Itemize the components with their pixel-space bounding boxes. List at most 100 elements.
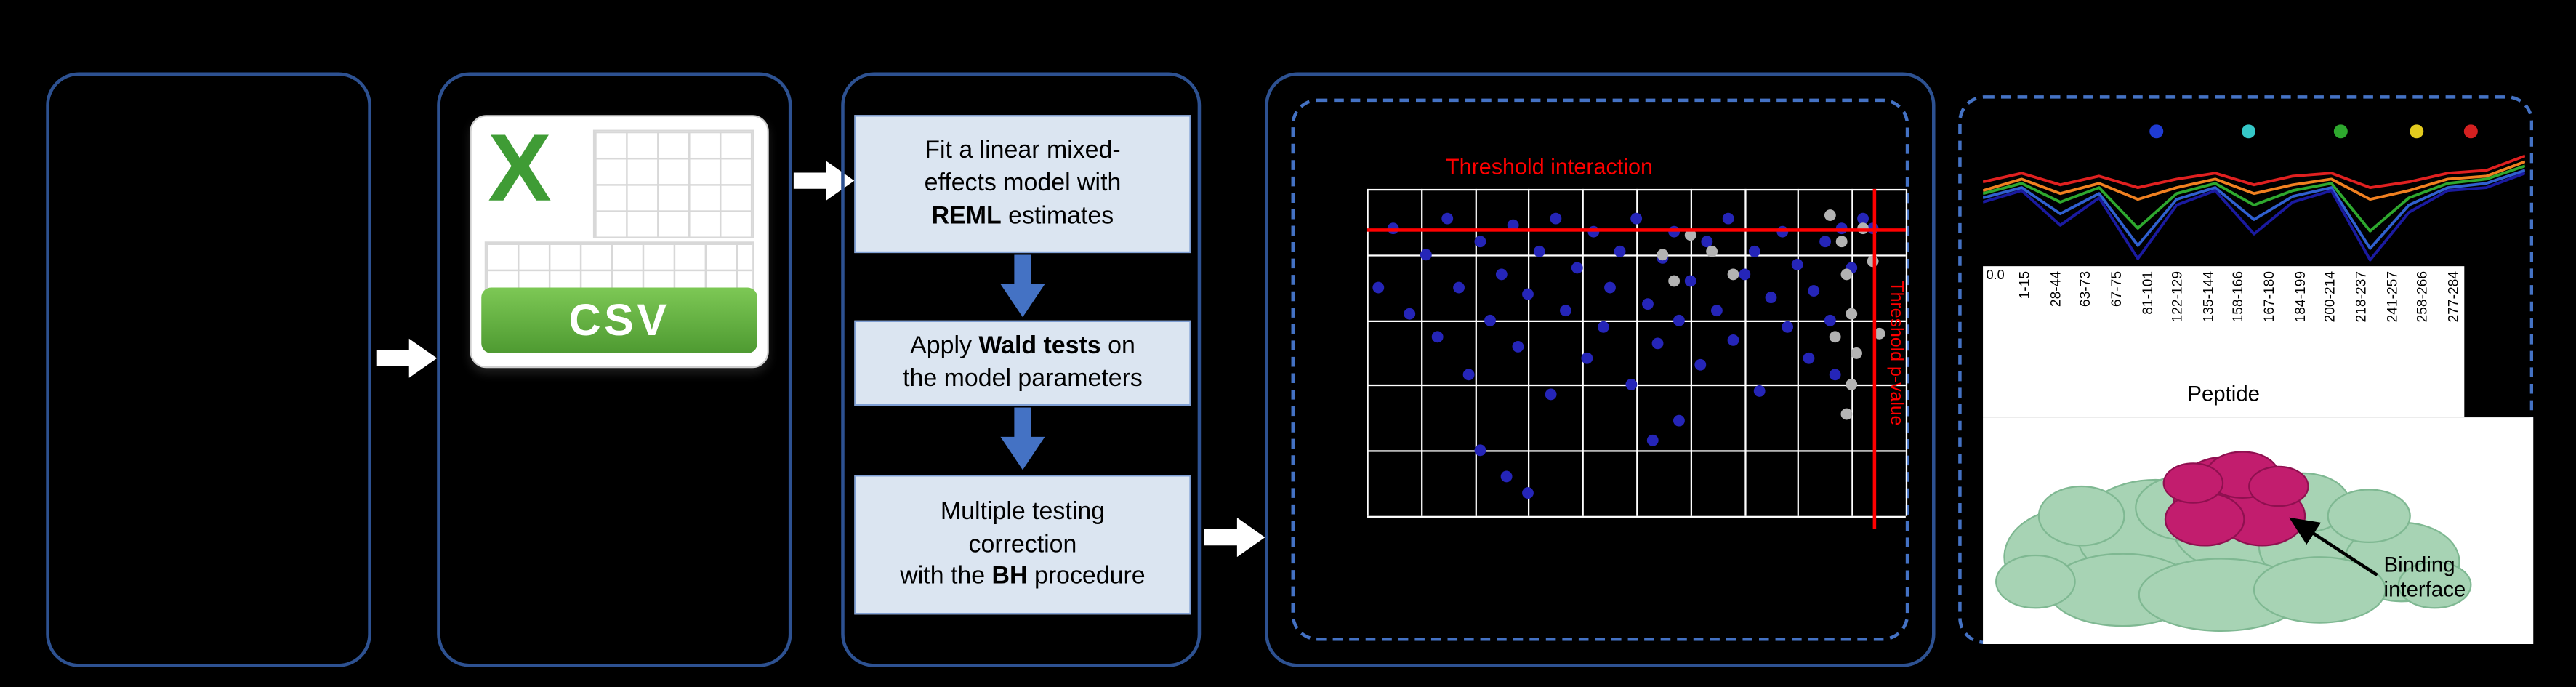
- dashed-frame: [1291, 98, 1909, 641]
- grid-line-horizontal: [1367, 254, 1906, 257]
- scatter-point-blue: [1856, 212, 1869, 225]
- scatter-point-blue: [1765, 291, 1777, 303]
- scatter-point-gray: [1830, 330, 1842, 342]
- csv-banner-label: CSV: [481, 287, 757, 353]
- peptide-tick-label: 28-44: [2046, 270, 2063, 308]
- excel-x-logo-icon: X: [488, 115, 552, 222]
- threshold-interaction-label: Threshold interaction: [1445, 154, 1653, 180]
- scatter-point-blue: [1824, 313, 1836, 326]
- scatter-point-blue: [1495, 268, 1508, 280]
- grid-line-vertical: [1528, 188, 1531, 516]
- process-step-line: with the BH procedure: [900, 562, 1146, 591]
- binding-interface-label-line1: Binding: [2383, 552, 2455, 577]
- peptide-tick-label: 135-144: [2199, 270, 2216, 323]
- y-axis-tick: 0.0: [1986, 268, 2005, 283]
- protein-structure-illustration: [1995, 451, 2472, 632]
- scatter-point-blue: [1522, 487, 1534, 499]
- scatter-point-blue: [1646, 435, 1659, 447]
- scatter-point-blue: [1792, 258, 1804, 270]
- peptide-tick-label: 122-129: [2168, 270, 2186, 323]
- scatter-point-blue: [1420, 248, 1432, 260]
- scatter-point-blue: [1614, 245, 1626, 257]
- peptide-tick-label: 167-180: [2261, 270, 2277, 323]
- scatter-point-blue: [1808, 284, 1820, 297]
- scatter-point-gray: [1846, 307, 1858, 319]
- grid-line-vertical: [1905, 188, 1908, 516]
- scatter-point-blue: [1452, 281, 1465, 293]
- scatter-point-blue: [1512, 340, 1524, 352]
- scatter-point-blue: [1651, 337, 1664, 349]
- peptide-tick-label: 1-15: [2016, 270, 2032, 300]
- threshold-pvalue-line: [1873, 188, 1877, 529]
- scatter-point-blue: [1463, 369, 1476, 382]
- grid-line-horizontal: [1367, 319, 1906, 322]
- flow-arrow-right-icon: [376, 338, 438, 378]
- peptide-series-orange: [1983, 160, 2525, 201]
- scatter-point-blue: [1372, 281, 1384, 293]
- scatter-point-gray: [1727, 268, 1739, 280]
- scatter-point-blue: [1727, 333, 1739, 345]
- grid-line-vertical: [1582, 188, 1585, 516]
- process-step-line: REML estimates: [931, 201, 1114, 230]
- grid-line-horizontal: [1367, 515, 1906, 518]
- grid-line-horizontal: [1367, 188, 1906, 191]
- process-step-line: Fit a linear mixed-: [925, 137, 1121, 165]
- legend-dot: [2149, 124, 2164, 139]
- process-step-line: effects model with: [924, 169, 1122, 198]
- scatter-point-blue: [1625, 379, 1637, 391]
- scatter-point-blue: [1571, 261, 1583, 273]
- scatter-point-gray: [1851, 346, 1863, 358]
- scatter-point-blue: [1754, 385, 1766, 398]
- scatter-point-blue: [1711, 304, 1723, 316]
- scatter-point-blue: [1738, 268, 1750, 280]
- scatter-point-gray: [1684, 228, 1696, 241]
- panel-input-data: [46, 72, 371, 667]
- legend-dot: [2463, 124, 2478, 139]
- grid-line-vertical: [1798, 188, 1800, 516]
- peptide-tick-label: 200-214: [2322, 270, 2339, 323]
- peptide-series-green: [1983, 164, 2525, 233]
- peptide-tick-label: 218-237: [2352, 270, 2370, 323]
- scatter-point-blue: [1673, 313, 1686, 326]
- grid-line-vertical: [1474, 188, 1477, 516]
- scatter-point-gray: [1835, 235, 1847, 247]
- scatter-point-blue: [1781, 320, 1793, 332]
- scatter-point-gray: [1668, 274, 1680, 286]
- binding-interface-arrow: [2289, 517, 2378, 576]
- x-axis-label: Peptide: [2187, 381, 2261, 406]
- peptide-tick-label: 277-284: [2444, 270, 2461, 323]
- grid-line-vertical: [1367, 188, 1369, 516]
- scatter-point-blue: [1533, 245, 1545, 257]
- grid-line-vertical: [1636, 188, 1638, 516]
- grid-line-vertical: [1690, 188, 1692, 516]
- process-step-line: Apply Wald tests on: [910, 332, 1135, 361]
- peptide-series-red: [1983, 154, 2525, 190]
- process-step-line: Multiple testing: [940, 497, 1106, 526]
- scatter-point-gray: [1824, 209, 1836, 221]
- scatter-point-blue: [1641, 297, 1653, 310]
- process-step-line: the model parameters: [903, 364, 1143, 393]
- scatter-point-blue: [1749, 245, 1761, 257]
- peptide-tick-label: 81-101: [2138, 270, 2155, 315]
- peptide-tick-label: 258-266: [2413, 270, 2431, 323]
- scatter-point-blue: [1544, 389, 1556, 401]
- scatter-point-blue: [1598, 320, 1610, 332]
- scatter-point-blue: [1404, 307, 1416, 319]
- grid-line-horizontal: [1367, 450, 1906, 452]
- threshold-pvalue-label: Threshold p-value: [1885, 281, 1906, 426]
- legend-dot: [2333, 124, 2348, 139]
- spreadsheet-grid: [484, 241, 754, 292]
- panel-volcano-plot: Threshold interaction Threshold p-value: [1265, 72, 1936, 667]
- scatter-point-blue: [1803, 353, 1815, 365]
- flow-arrow-right-icon: [1204, 518, 1265, 558]
- peptide-series-blue: [1983, 169, 2525, 250]
- peptide-tick-label: 184-199: [2291, 270, 2309, 323]
- scatter-point-blue: [1441, 212, 1454, 225]
- scatter-point-blue: [1695, 359, 1707, 371]
